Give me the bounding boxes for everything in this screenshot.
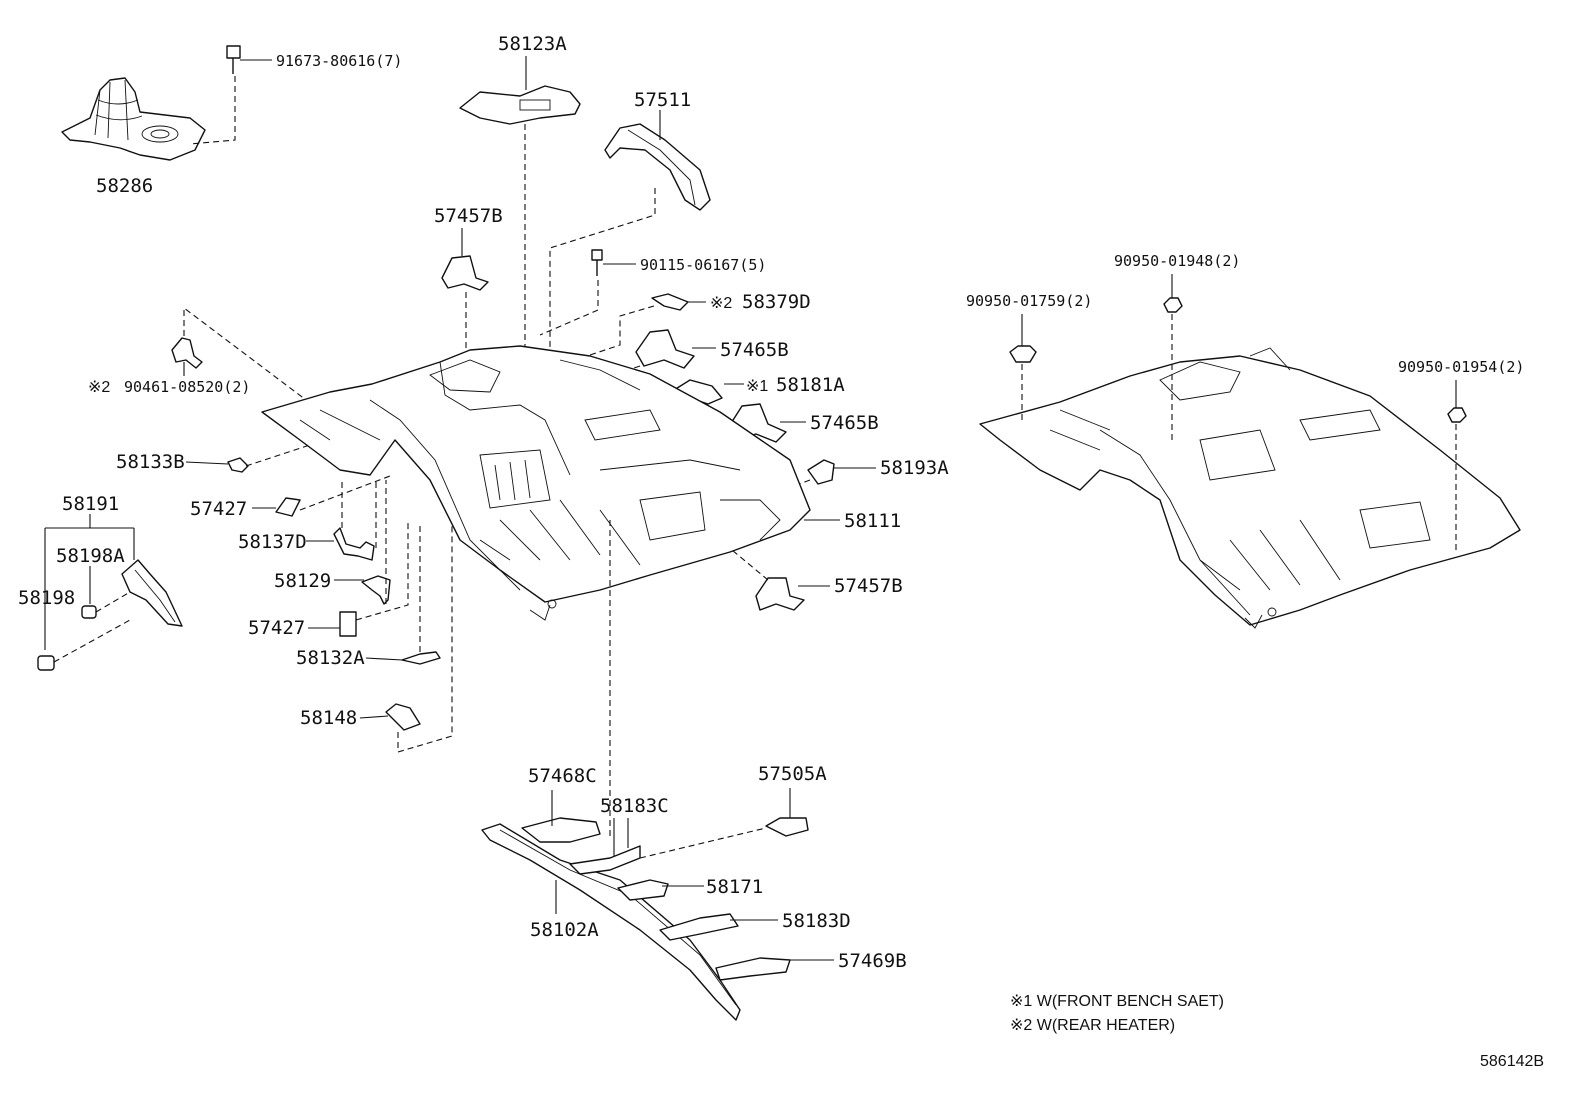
label-57427-b: 57427 <box>248 617 305 639</box>
label-58198: 58198 <box>18 587 75 609</box>
mark-90461: ※2 <box>88 379 110 396</box>
part-57427-a-drawing <box>252 475 391 517</box>
label-90950-01954: 90950-01954(2) <box>1398 358 1524 376</box>
label-58129: 58129 <box>274 570 331 592</box>
part-90115-bolt-drawing <box>539 249 636 336</box>
part-58191-group-drawing <box>37 514 183 671</box>
label-57469B: 57469B <box>838 950 907 972</box>
label-90950-01948: 90950-01948(2) <box>1114 252 1240 270</box>
part-58111-floor-pan-drawing <box>261 345 840 840</box>
part-58286-boot-drawing <box>61 77 206 161</box>
label-58183D: 58183D <box>782 910 851 932</box>
part-90461-clip-drawing <box>171 306 331 419</box>
label-57511: 57511 <box>634 89 691 111</box>
mark-58379D: ※2 <box>710 295 732 312</box>
label-58379D: 58379D <box>742 291 811 313</box>
label-58133B: 58133B <box>116 451 185 473</box>
label-58111: 58111 <box>844 510 901 532</box>
part-57457B-top-drawing <box>441 228 489 360</box>
mark-58181A: ※1 <box>746 378 768 395</box>
label-58148: 58148 <box>300 707 357 729</box>
part-floor-pan-right-drawing <box>979 274 1521 629</box>
label-58123A: 58123A <box>498 33 567 55</box>
note-1: ※1 W(FRONT BENCH SAET) <box>1010 993 1224 1010</box>
label-58286: 58286 <box>96 175 153 197</box>
part-57427-b-drawing <box>308 520 409 637</box>
label-57505A: 57505A <box>758 763 827 785</box>
label-58198A: 58198A <box>56 545 125 567</box>
note-2: ※2 W(REAR HEATER) <box>1010 1017 1175 1034</box>
label-57468C: 57468C <box>528 765 597 787</box>
label-57457B-top: 57457B <box>434 205 503 227</box>
label-58181A: 58181A <box>776 374 845 396</box>
label-90115-06167: 90115-06167(5) <box>640 256 766 274</box>
label-90461-08520: 90461-08520(2) <box>124 378 250 396</box>
part-58148-drawing <box>359 510 453 753</box>
label-91673-80616: 91673-80616(7) <box>276 52 402 70</box>
part-58102A-crossmember-drawing <box>481 788 834 1021</box>
part-58132A-drawing <box>365 524 441 665</box>
part-91673-bolt-drawing <box>189 45 272 145</box>
part-58129-drawing <box>334 480 391 605</box>
label-58137D: 58137D <box>238 531 307 553</box>
label-58191: 58191 <box>62 493 119 515</box>
diagram-id: 586142B <box>1480 1053 1544 1070</box>
label-57465B-b: 57465B <box>810 412 879 434</box>
part-58123A-panel-drawing <box>459 56 581 360</box>
label-90950-01759: 90950-01759(2) <box>966 292 1092 310</box>
label-58193A: 58193A <box>880 457 949 479</box>
part-57511-bracket-drawing <box>549 110 711 420</box>
part-58137D-drawing <box>306 478 377 561</box>
part-57457B-bottom-drawing <box>719 539 830 611</box>
label-58171: 58171 <box>706 876 763 898</box>
label-58183C: 58183C <box>600 795 669 817</box>
label-57427-a: 57427 <box>190 498 247 520</box>
label-58132A: 58132A <box>296 647 365 669</box>
label-57465B-a: 57465B <box>720 339 789 361</box>
label-58102A: 58102A <box>530 919 599 941</box>
label-57457B-bottom: 57457B <box>834 575 903 597</box>
part-58133B-clip-drawing <box>185 439 326 473</box>
